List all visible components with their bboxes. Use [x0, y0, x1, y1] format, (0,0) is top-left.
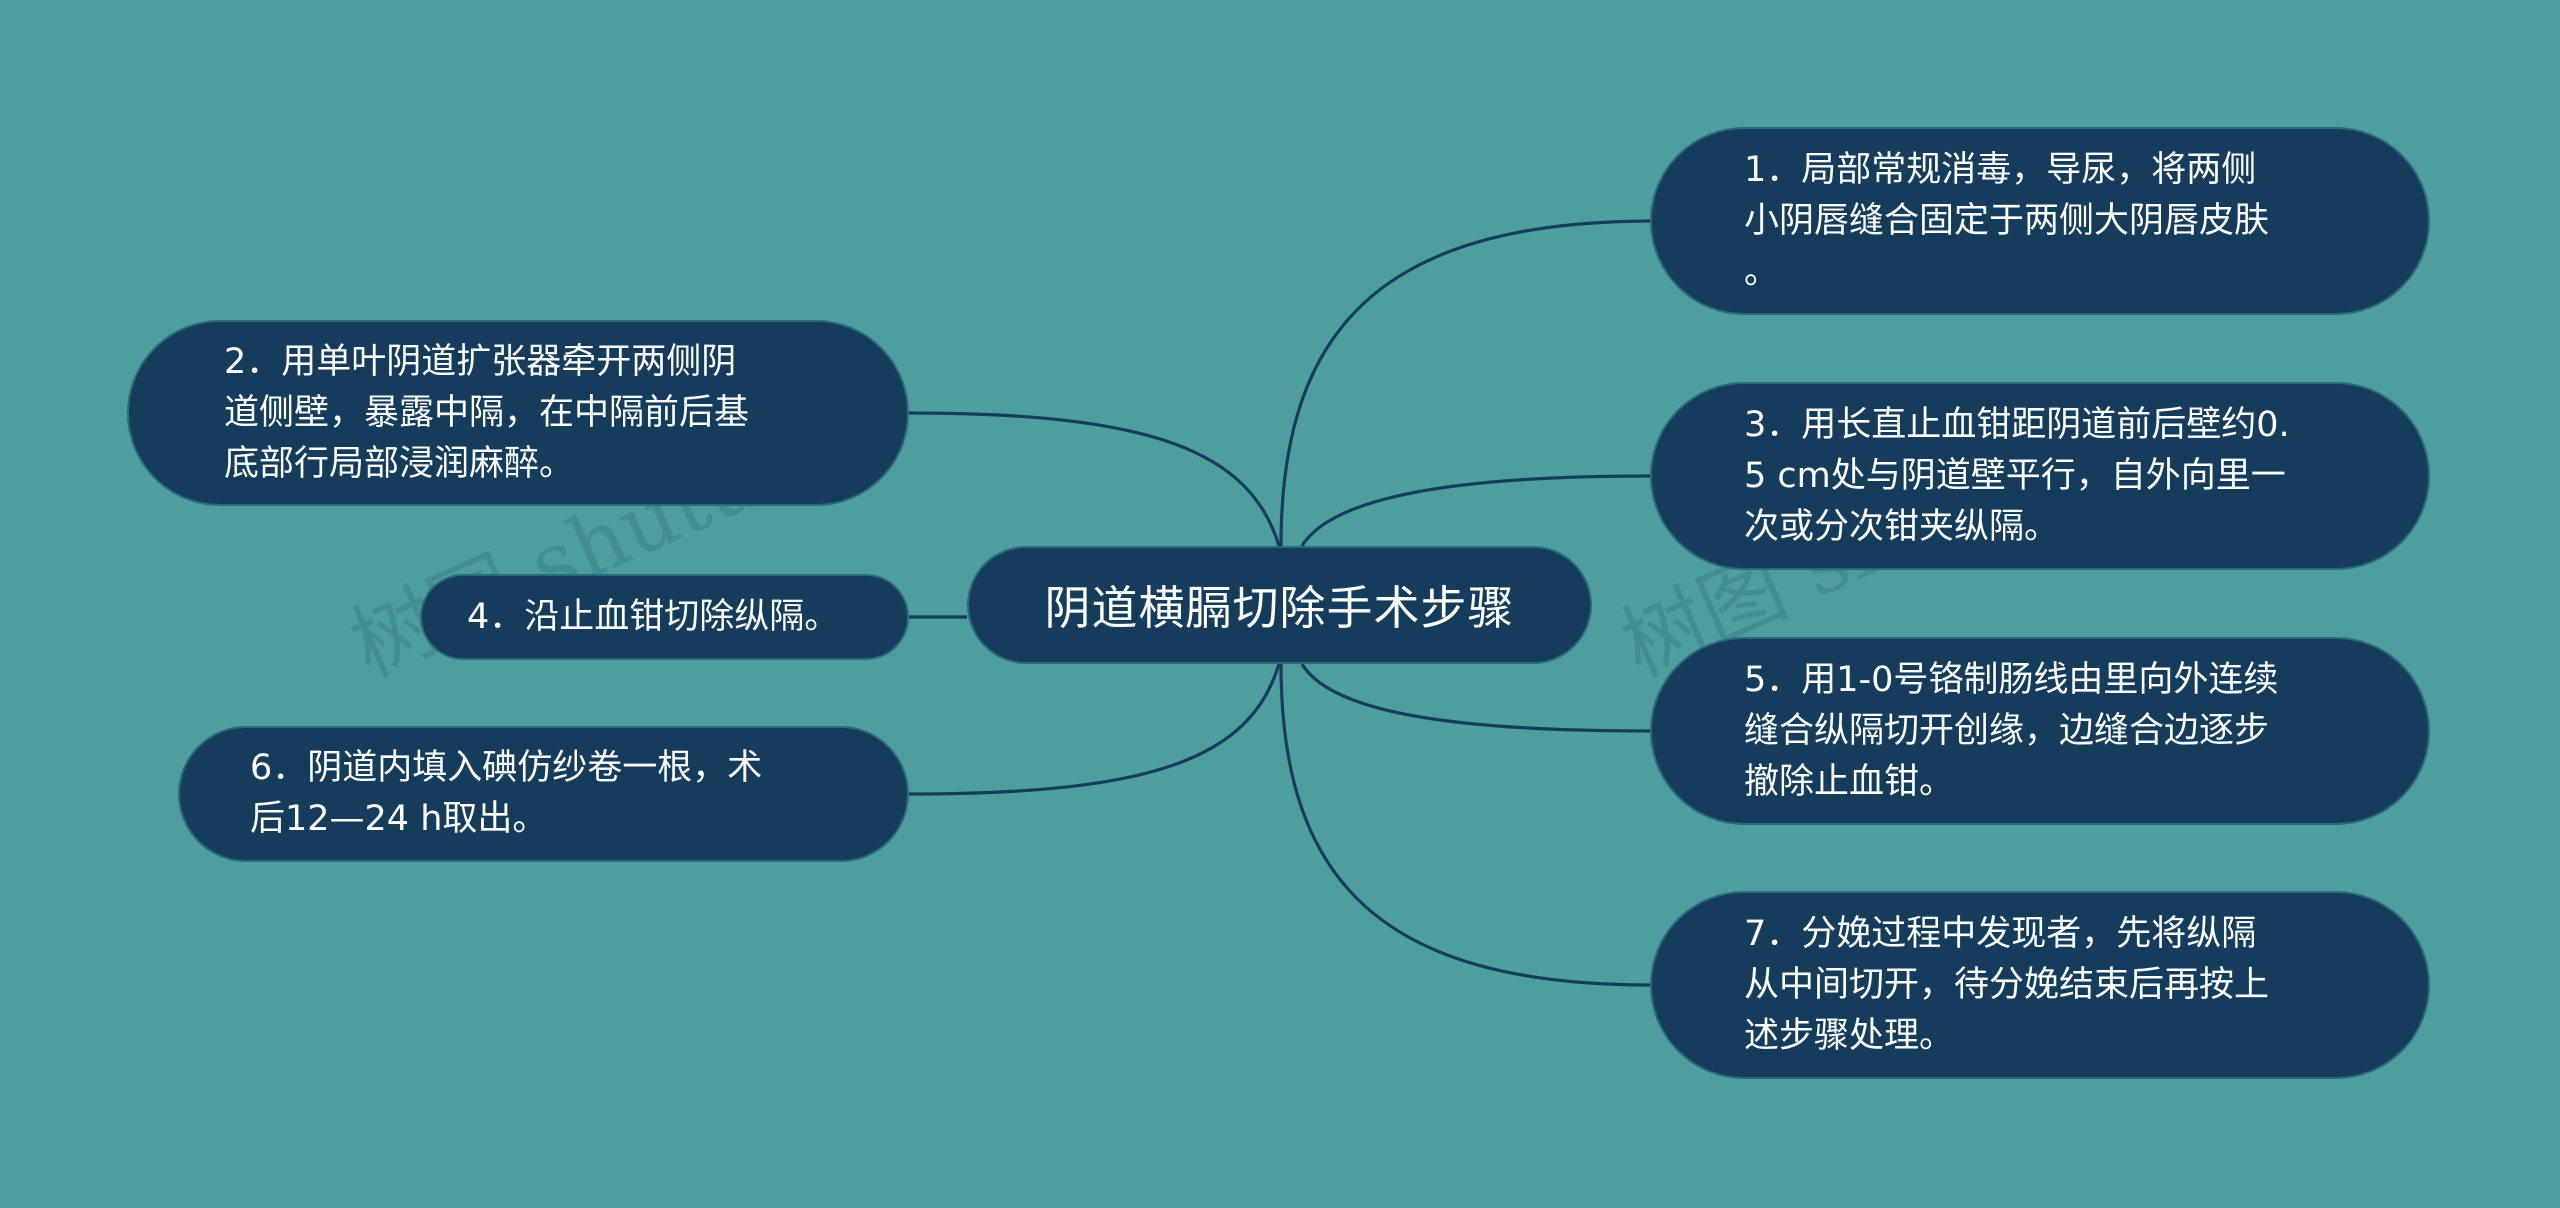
- branch-step-3-text: 3．用长直止血钳距阴道前后壁约0. 5 cm处与阴道壁平行，自外向里一 次或分次…: [1744, 404, 2290, 547]
- branch-step-4-text: 4．沿止血钳切除纵隔。: [467, 596, 840, 637]
- central-topic-label: 阴道横膈切除手术步骤: [1044, 581, 1515, 635]
- link-n1: [1279, 219, 1651, 547]
- central-topic[interactable]: 阴道横膈切除手术步骤: [967, 546, 1592, 664]
- link-n5: [1300, 663, 1651, 733]
- branch-step-7-text: 7．分娩过程中发现者，先将纵隔 从中间切开，待分娩结束后再按上 述步骤处理。: [1744, 913, 2270, 1056]
- link-n3: [1300, 474, 1651, 547]
- branch-step-6[interactable]: 6．阴道内填入碘仿纱卷一根，术 后12—24 h取出。: [178, 726, 909, 862]
- branch-step-7[interactable]: 7．分娩过程中发现者，先将纵隔 从中间切开，待分娩结束后再按上 述步骤处理。: [1650, 891, 2430, 1079]
- branch-step-5[interactable]: 5．用1-0号铬制肠线由里向外连续 缝合纵隔切开创缘，边缝合边逐步 撤除止血钳。: [1650, 637, 2430, 825]
- branch-step-2-text: 2．用单叶阴道扩张器牵开两侧阴 道侧壁，暴露中隔，在中隔前后基 底部行局部浸润麻…: [224, 341, 750, 484]
- branch-step-2[interactable]: 2．用单叶阴道扩张器牵开两侧阴 道侧壁，暴露中隔，在中隔前后基 底部行局部浸润麻…: [127, 320, 909, 506]
- branch-step-4[interactable]: 4．沿止血钳切除纵隔。: [420, 574, 909, 660]
- branch-step-1-text: 1．局部常规消毒，导尿，将两侧 小阴唇缝合固定于两侧大阴唇皮肤 。: [1744, 149, 2270, 292]
- link-n6: [908, 663, 1281, 796]
- branch-step-6-text: 6．阴道内填入碘仿纱卷一根，术 后12—24 h取出。: [250, 748, 763, 839]
- branch-step-5-text: 5．用1-0号铬制肠线由里向外连续 缝合纵隔切开创缘，边缝合边逐步 撤除止血钳。: [1744, 659, 2279, 802]
- branch-step-3[interactable]: 3．用长直止血钳距阴道前后壁约0. 5 cm处与阴道壁平行，自外向里一 次或分次…: [1650, 382, 2430, 570]
- link-n7: [1279, 663, 1651, 987]
- link-n2: [908, 411, 1281, 547]
- branch-step-1[interactable]: 1．局部常规消毒，导尿，将两侧 小阴唇缝合固定于两侧大阴唇皮肤 。: [1650, 127, 2430, 315]
